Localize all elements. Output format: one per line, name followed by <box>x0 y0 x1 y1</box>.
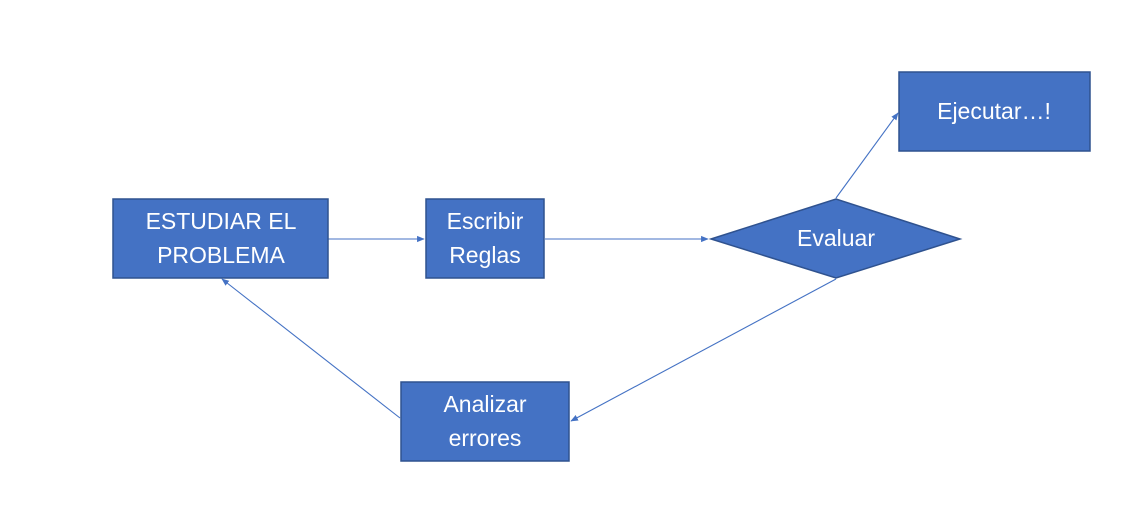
node-estudiar-label-line2: PROBLEMA <box>157 242 285 268</box>
connector-evaluar-to-ejecutar <box>835 112 899 199</box>
node-escribir-label-line2: Reglas <box>449 242 521 268</box>
node-estudiar-label-line1: ESTUDIAR EL <box>146 208 297 234</box>
node-escribir-reglas: Escribir Reglas <box>425 198 545 279</box>
node-estudiar-shape <box>112 198 329 279</box>
node-analizar-errores: Analizar errores <box>400 381 570 462</box>
node-analizar-shape <box>400 381 570 462</box>
node-analizar-label-line2: errores <box>449 425 522 451</box>
connector-evaluar-to-analizar <box>570 278 837 422</box>
node-escribir-label-line1: Escribir <box>447 208 524 234</box>
connector-analizar-to-estudiar <box>221 278 401 419</box>
node-evaluar-shape <box>708 198 963 279</box>
node-ejecutar-shape <box>898 71 1091 152</box>
node-estudiar-problema: ESTUDIAR EL PROBLEMA <box>112 198 329 279</box>
node-evaluar-label: Evaluar <box>797 225 875 251</box>
node-escribir-shape <box>425 198 545 279</box>
node-evaluar-decision: Evaluar <box>708 198 963 279</box>
node-ejecutar-label: Ejecutar…! <box>937 98 1051 124</box>
node-ejecutar: Ejecutar…! <box>898 71 1091 152</box>
node-analizar-label-line1: Analizar <box>443 391 526 417</box>
